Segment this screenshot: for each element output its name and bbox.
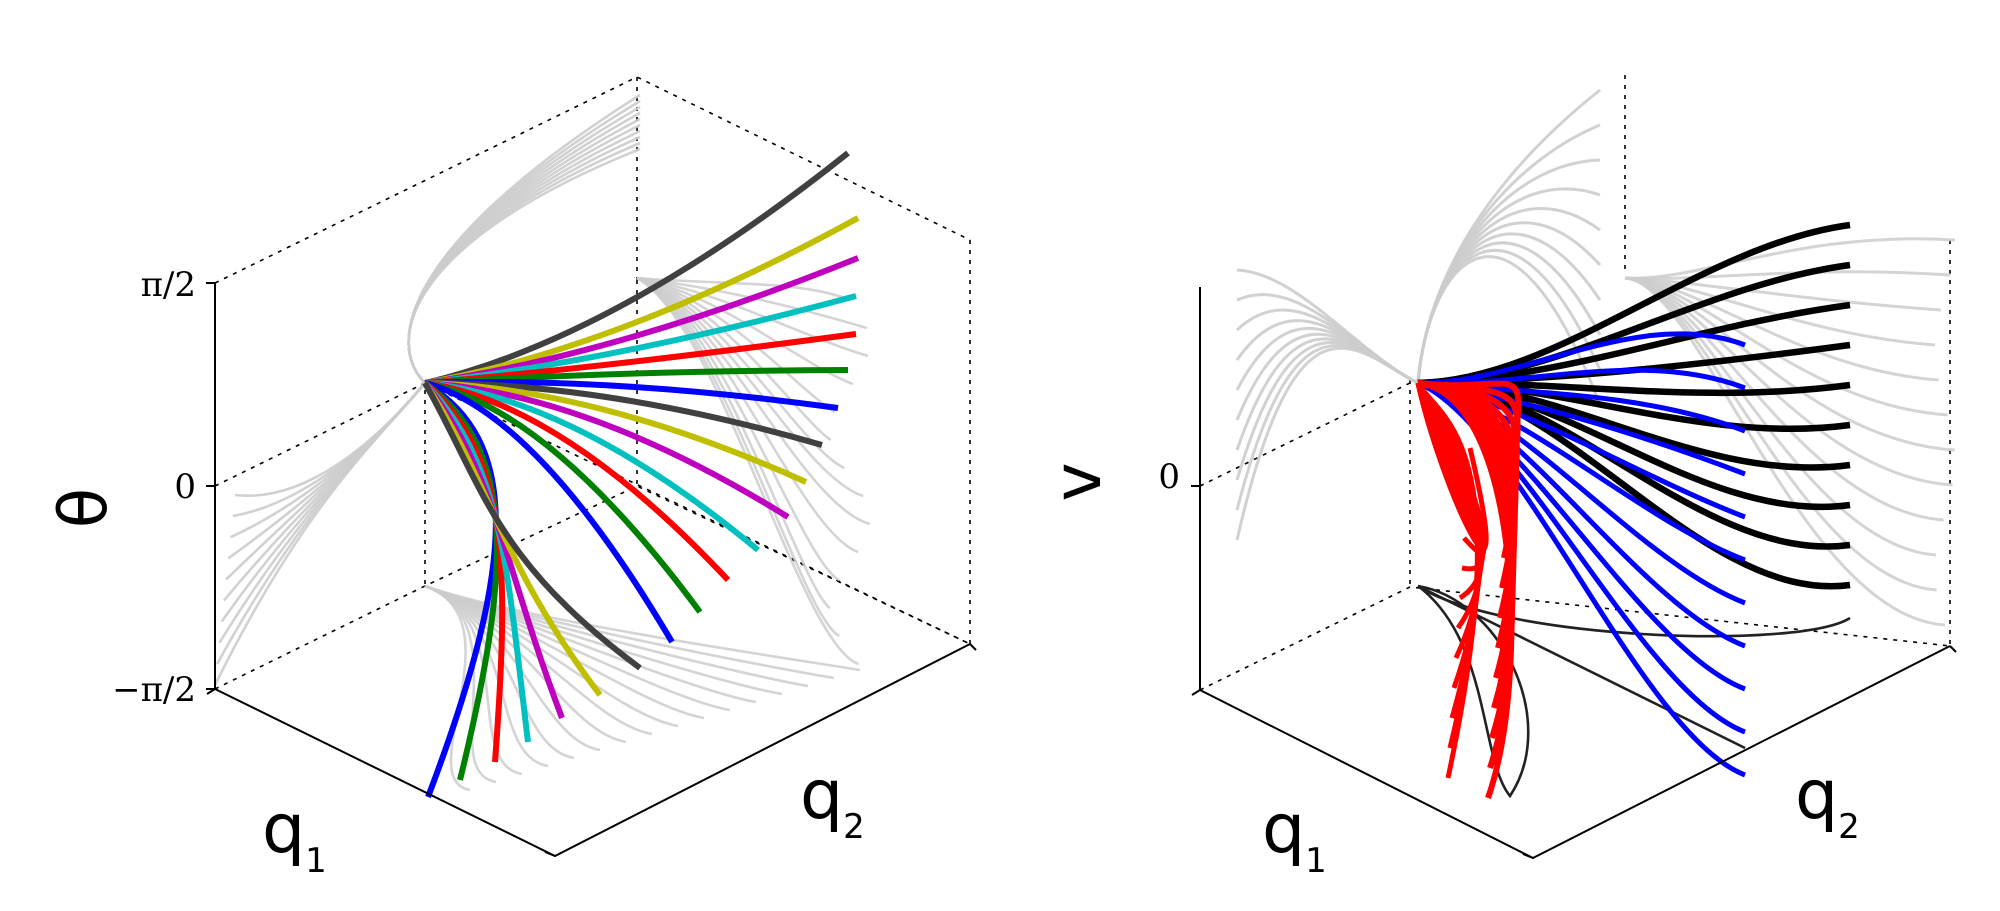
left-trajectory-curve-lower [422,381,642,671]
right-axes [1191,287,1957,860]
left-shadow-upper [407,147,641,384]
right-trajectory-black [1417,261,1851,387]
left-shadow-right-wall [636,276,832,442]
right-shadow-up [1416,221,1602,384]
right-xlabel: q1 [1262,790,1327,881]
left-ztick-bottom: −π/2 [112,670,196,710]
left-shadow-right-wall [636,276,845,470]
left-shadow-lower [234,382,426,498]
right-shadow-right-wall [1624,276,1936,347]
right-trajectory-curves [1415,221,1851,799]
left-shadow-lower [230,382,426,539]
right-shadow-right-wall [1624,270,1951,281]
right-shadow-left-wall [1235,346,1419,541]
left-shadow-right-wall [636,276,869,358]
left-xlabel: q1 [262,790,327,881]
left-ztick-middle: 0 [174,467,196,507]
left-ztick-top: π/2 [141,265,196,305]
right-zlabel: v [1039,462,1116,501]
right-shadow-right-wall [1624,276,1946,627]
left-shadow-right-wall [636,276,864,498]
left-shadow-right-wall [636,276,871,526]
left-shadow-right-wall [636,276,854,386]
left-shadow-right-wall [636,276,840,582]
right-shadow-left-wall [1235,341,1419,481]
left-ylabel: q2 [800,756,865,847]
right-shadow-up [1416,255,1602,406]
right-ztick-zero: 0 [1158,457,1180,497]
right-trajectory-blue [1417,380,1746,778]
right-panel: 0 v q1 q2 [1039,75,1957,881]
right-floor-arc [1417,584,1851,638]
left-shadow-lower [213,382,426,686]
right-ylabel: q2 [1795,756,1860,847]
left-zlabel: θ [45,488,122,528]
right-shadow-left-wall [1235,337,1419,451]
right-projection-shadows [1235,88,1956,627]
left-panel: π/2 0 −π/2 θ q1 q2 [45,76,977,881]
left-trajectory-curves [422,150,860,799]
right-trajectory-red-inner [1415,382,1489,551]
right-trajectory-red [1417,380,1522,469]
right-shadow-right-wall [1624,237,1956,280]
left-shadow-floor [424,584,497,784]
right-shadow-right-wall [1624,276,1953,487]
right-shadow-right-wall [1624,276,1941,312]
left-shadow-floor [424,584,861,672]
right-trajectory-blue [1417,331,1746,386]
left-trajectory-curve [424,150,850,386]
left-shadow-right-wall [636,276,859,554]
left-trajectory-curve [424,380,675,644]
left-axes [206,282,977,858]
right-dotted-box [1199,75,1951,691]
